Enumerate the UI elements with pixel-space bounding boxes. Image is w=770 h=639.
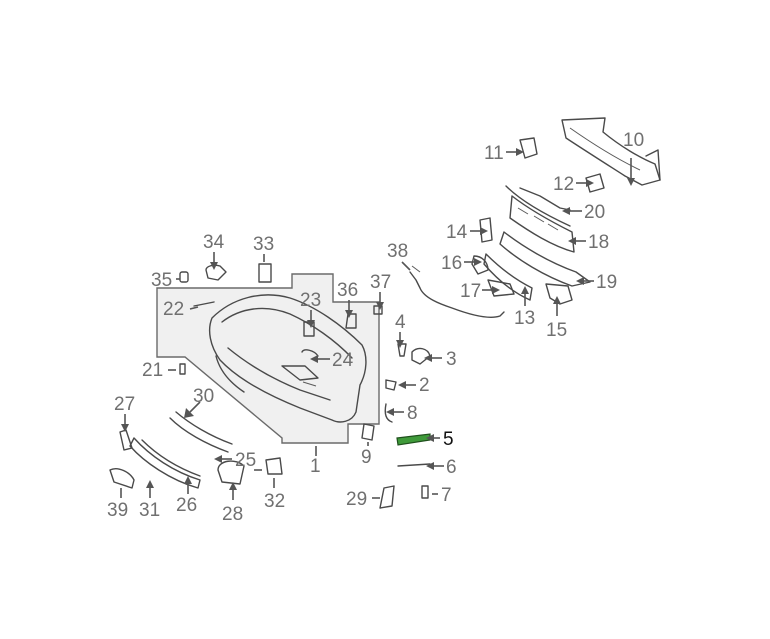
callout-21: 21: [142, 360, 163, 381]
callout-36: 36: [337, 280, 358, 301]
callout-32: 32: [264, 491, 285, 512]
callout-18: 18: [588, 232, 609, 253]
harness-connector: [411, 265, 421, 273]
callout-15: 15: [546, 320, 567, 341]
callout-1: 1: [310, 456, 321, 477]
callout-33: 33: [253, 234, 274, 255]
callout-5: 5: [443, 429, 454, 450]
impact-beam: [561, 117, 661, 186]
callout-19: 19: [596, 272, 617, 293]
callout-14: 14: [446, 222, 468, 243]
callout-38: 38: [387, 241, 408, 262]
lower-left-parts: [109, 411, 283, 489]
callout-25: 25: [235, 450, 256, 471]
small-hardware: [179, 263, 383, 375]
callout-30: 30: [193, 386, 214, 407]
callout-9: 9: [361, 447, 372, 468]
bracket-11: [519, 137, 538, 159]
callout-26: 26: [176, 495, 197, 516]
callout-17: 17: [460, 281, 481, 302]
absorber-carrier: [505, 185, 575, 253]
callout-29: 29: [346, 489, 367, 510]
callout-23: 23: [300, 290, 321, 311]
callout-22: 22: [163, 299, 184, 320]
callout-6: 6: [446, 457, 457, 478]
callout-12: 12: [553, 174, 574, 195]
callout-31: 31: [139, 500, 160, 521]
callout-35: 35: [151, 270, 172, 291]
callout-27: 27: [114, 394, 135, 415]
callout-37: 37: [370, 272, 391, 293]
callout-28: 28: [222, 504, 243, 525]
callout-13: 13: [514, 308, 535, 329]
callout-4: 4: [395, 312, 406, 333]
right-small-parts: [361, 343, 431, 509]
bracket-16: [471, 255, 489, 275]
callout-24: 24: [332, 350, 354, 371]
callout-11: 11: [484, 143, 504, 164]
callout-2: 2: [419, 375, 430, 396]
bracket-15: [545, 283, 573, 305]
callout-7: 7: [441, 485, 452, 506]
callout-10: 10: [623, 130, 644, 151]
reinforcement-13: [483, 253, 533, 301]
callout-16: 16: [441, 253, 462, 274]
bracket-14: [479, 217, 493, 243]
wiring-harness: [409, 271, 505, 318]
callout-8: 8: [407, 403, 418, 424]
highlighted-part-5: [396, 433, 431, 446]
callout-20: 20: [584, 202, 605, 223]
bumper-cover: [208, 294, 367, 423]
callout-39: 39: [107, 500, 128, 521]
callout-34: 34: [203, 232, 225, 253]
leader-lines: [120, 148, 635, 500]
callout-labels: 1 2 3 4 5 6 7 8 9 10 11 12 13 14 15 16 1…: [107, 130, 644, 525]
callout-3: 3: [446, 349, 457, 370]
bracket-12: [585, 173, 605, 193]
lower-absorber: [499, 231, 591, 287]
